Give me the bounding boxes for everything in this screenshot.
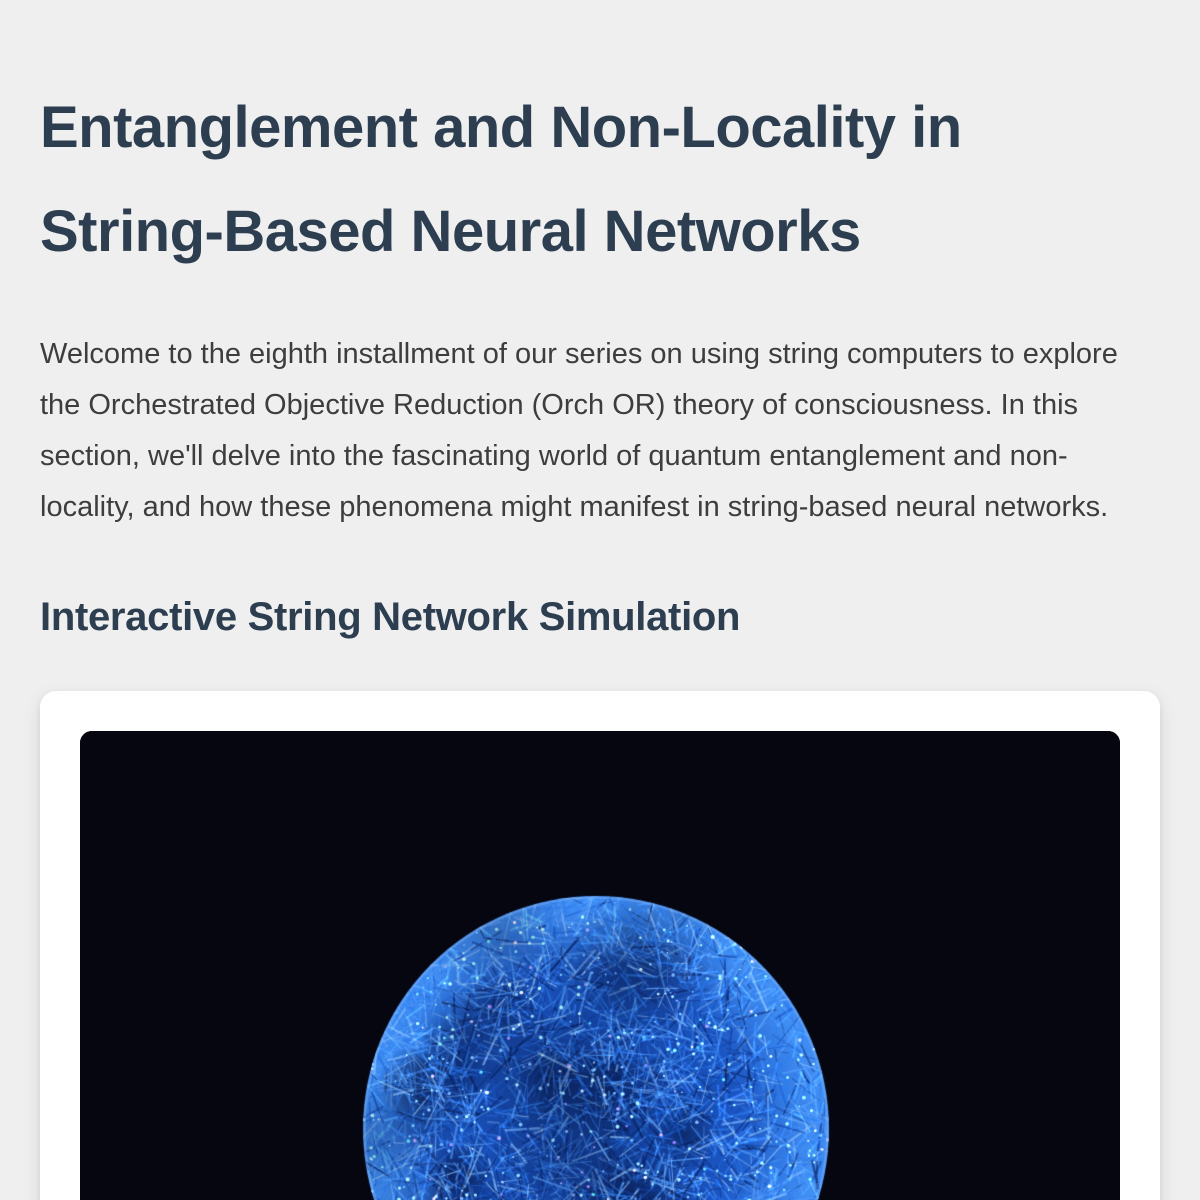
- section-title: Interactive String Network Simulation: [40, 595, 741, 639]
- string-network-canvas[interactable]: [80, 731, 1120, 1200]
- intro-paragraph: Welcome to the eighth installment of our…: [40, 338, 1118, 523]
- page-title: Entanglement and Non-Locality in String-…: [40, 95, 962, 264]
- article-page: Entanglement and Non-Locality in String-…: [0, 76, 1200, 1200]
- simulation-card: [40, 691, 1160, 1200]
